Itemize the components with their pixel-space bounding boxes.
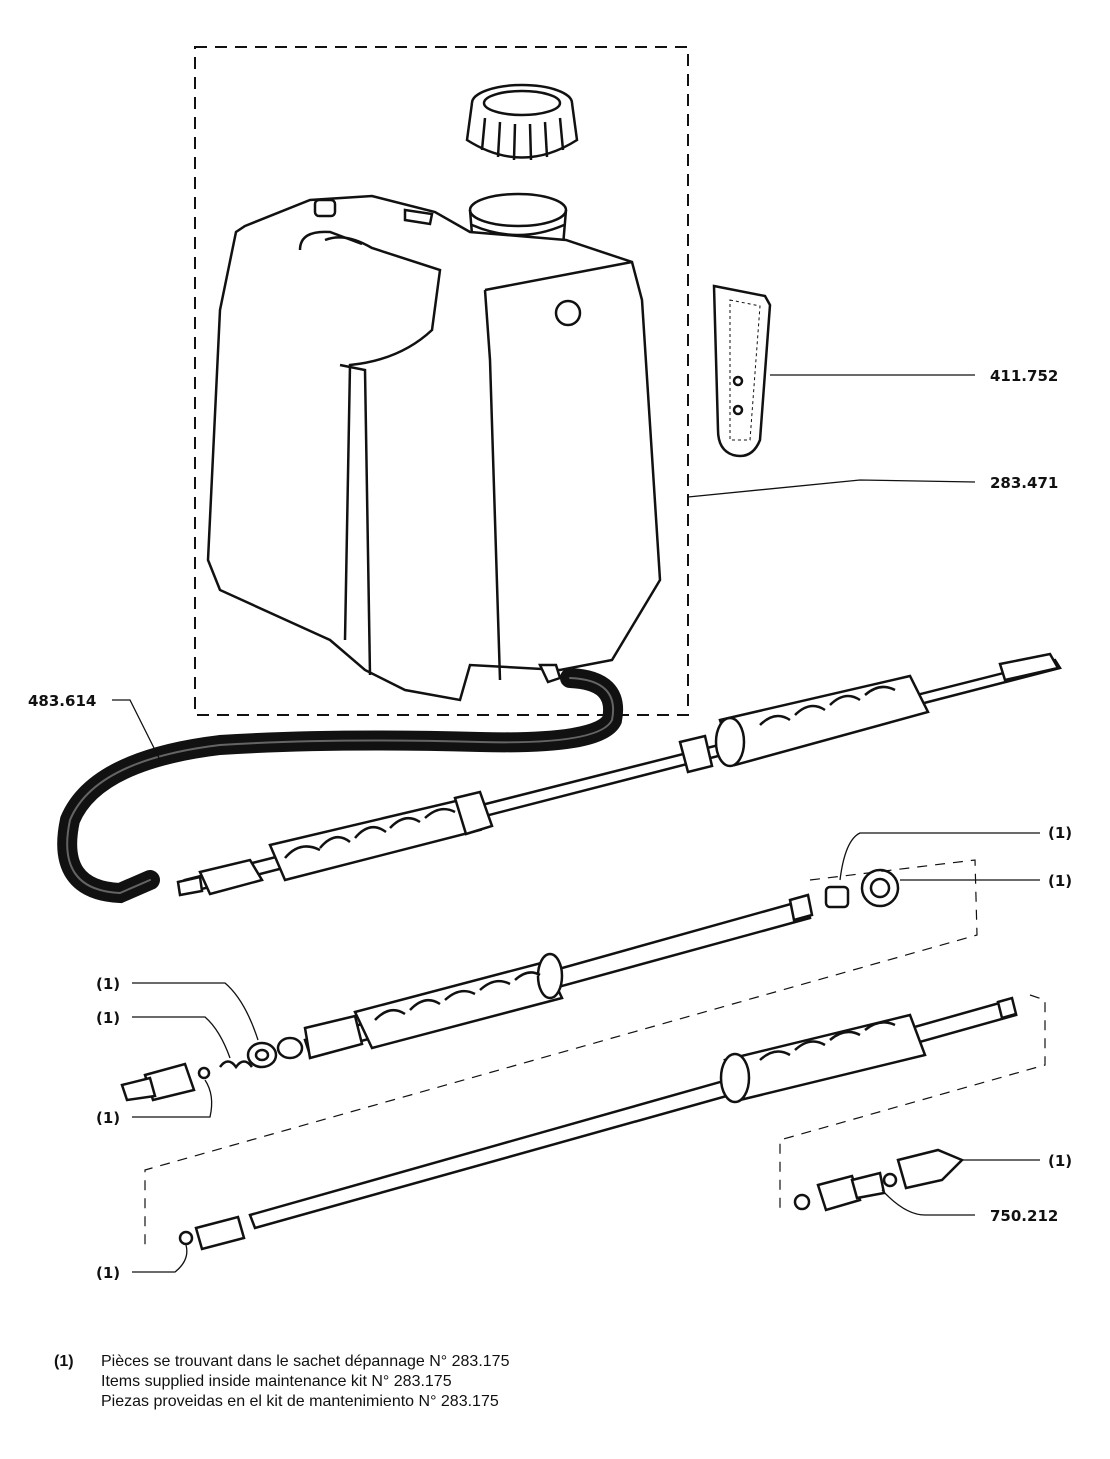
- callout-kit-cap: (1): [1048, 824, 1072, 842]
- legend-line-es: Piezas proveidas en el kit de mantenimie…: [101, 1393, 499, 1410]
- callout-kit-spring: (1): [96, 1009, 120, 1027]
- legend-mark: (1): [54, 1353, 74, 1370]
- leader-hose: [112, 699, 161, 761]
- legend-line-fr: Pièces se trouvant dans le sachet dépann…: [101, 1353, 510, 1370]
- legend-line-en: Items supplied inside maintenance kit N°…: [101, 1373, 452, 1390]
- callout-kit-seal-left: (1): [96, 975, 120, 993]
- callout-283-471: 283.471: [990, 474, 1058, 492]
- leader-kit-seal-left: [132, 982, 259, 1041]
- leader-kit-spring: [132, 1016, 231, 1059]
- lance-assembled: [176, 652, 1062, 897]
- tank-body: [206, 194, 662, 702]
- leader-nozzle-assembly: [881, 1189, 975, 1216]
- kit-groupings: [144, 859, 1046, 1250]
- strap-pad: [712, 284, 772, 458]
- lance-bottom-exploded: [178, 996, 1018, 1251]
- callout-750-212: 750.212: [990, 1207, 1058, 1225]
- callout-kit-oring-bottom: (1): [96, 1264, 120, 1282]
- leader-kit-oring-bottom: [132, 1244, 188, 1273]
- tank-dashed-frame: [194, 46, 689, 716]
- hose: [57, 668, 624, 904]
- leader-kit-cap: [839, 832, 1040, 881]
- callout-411-752: 411.752: [990, 367, 1058, 385]
- callout-labels: 411.752 283.471 483.614 (1) (1) (1) (1) …: [28, 367, 1072, 1282]
- leader-tank: [687, 479, 976, 498]
- callout-483-614: 483.614: [28, 692, 96, 710]
- callout-kit-ring: (1): [1048, 872, 1072, 890]
- callout-kit-oring-left: (1): [96, 1109, 120, 1127]
- tank-cap: [465, 83, 579, 161]
- exploded-parts-diagram: 411.752 283.471 483.614 (1) (1) (1) (1) …: [28, 46, 1072, 1282]
- leader-kit-oring-left: [132, 1079, 213, 1118]
- callout-kit-nozzle: (1): [1048, 1152, 1072, 1170]
- leader-lines: [112, 374, 1040, 1273]
- lance-middle-exploded: [120, 868, 900, 1102]
- tank-assembly: [194, 46, 689, 716]
